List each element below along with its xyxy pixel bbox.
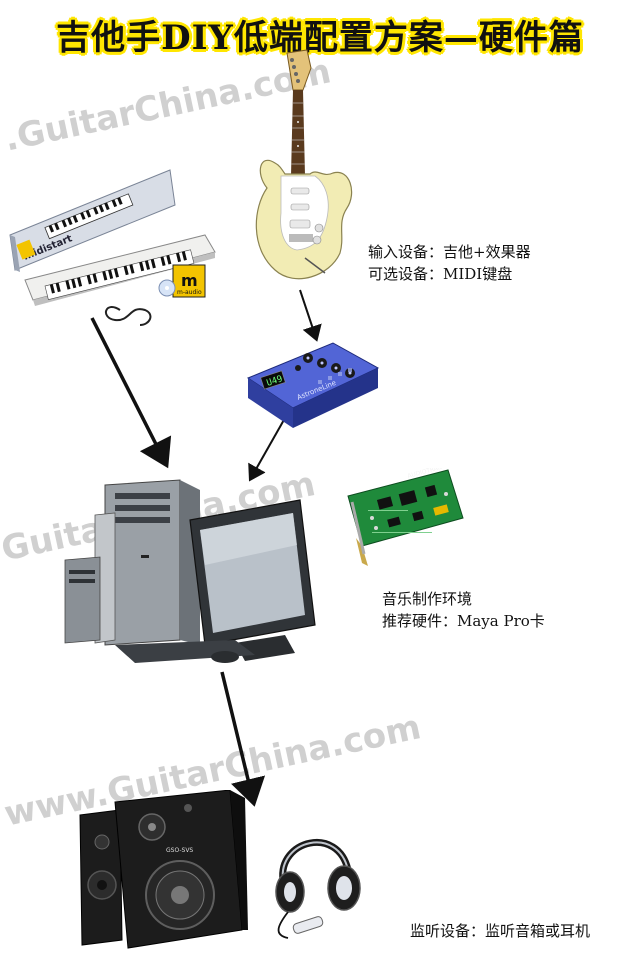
computer-workstation-image	[55, 475, 325, 675]
production-caption: 音乐制作环境 推荐硬件：Maya Pro卡	[382, 588, 545, 632]
optional-devices-line: 可选设备：MIDI键盘	[368, 265, 513, 283]
studio-monitor-speakers-image: GSO-SVS	[70, 790, 250, 950]
keyboard-badge-label: m	[181, 271, 198, 290]
speaker-model-label: GSO-SVS	[166, 847, 193, 854]
input-devices-line: 输入设备：吉他+效果器	[368, 243, 531, 261]
page-title: 吉他手DIY低端配置方案—硬件篇	[56, 18, 584, 58]
sound-card-brand-label: AUDIOTRAK	[407, 468, 444, 480]
effects-pedal-image: U49 AstroneLine	[238, 338, 388, 433]
production-environment-line: 音乐制作环境	[382, 590, 473, 608]
electric-guitar-image	[245, 48, 365, 288]
pedal-display-text: U49	[265, 374, 284, 389]
midi-keyboard-image: midistart	[5, 160, 225, 335]
arrow-guitar-to-pedal	[299, 289, 322, 342]
monitor-devices-caption: 监听设备：监听音箱或耳机	[410, 920, 590, 942]
recommended-hardware-line: 推荐硬件：Maya Pro卡	[382, 612, 545, 630]
arrow-pedal-to-computer	[248, 417, 286, 482]
monitor-devices-line: 监听设备：监听音箱或耳机	[410, 922, 591, 940]
arrow-computer-to-speakers	[220, 671, 266, 807]
arrow-keyboard-to-computer	[90, 317, 172, 469]
headphones-image	[258, 820, 368, 940]
keyboard-brand-label: m-audio	[177, 289, 202, 296]
input-devices-caption: 输入设备：吉他+效果器 可选设备：MIDI键盘	[368, 241, 531, 285]
sound-card-image: AUDIOTRAK	[338, 468, 468, 568]
